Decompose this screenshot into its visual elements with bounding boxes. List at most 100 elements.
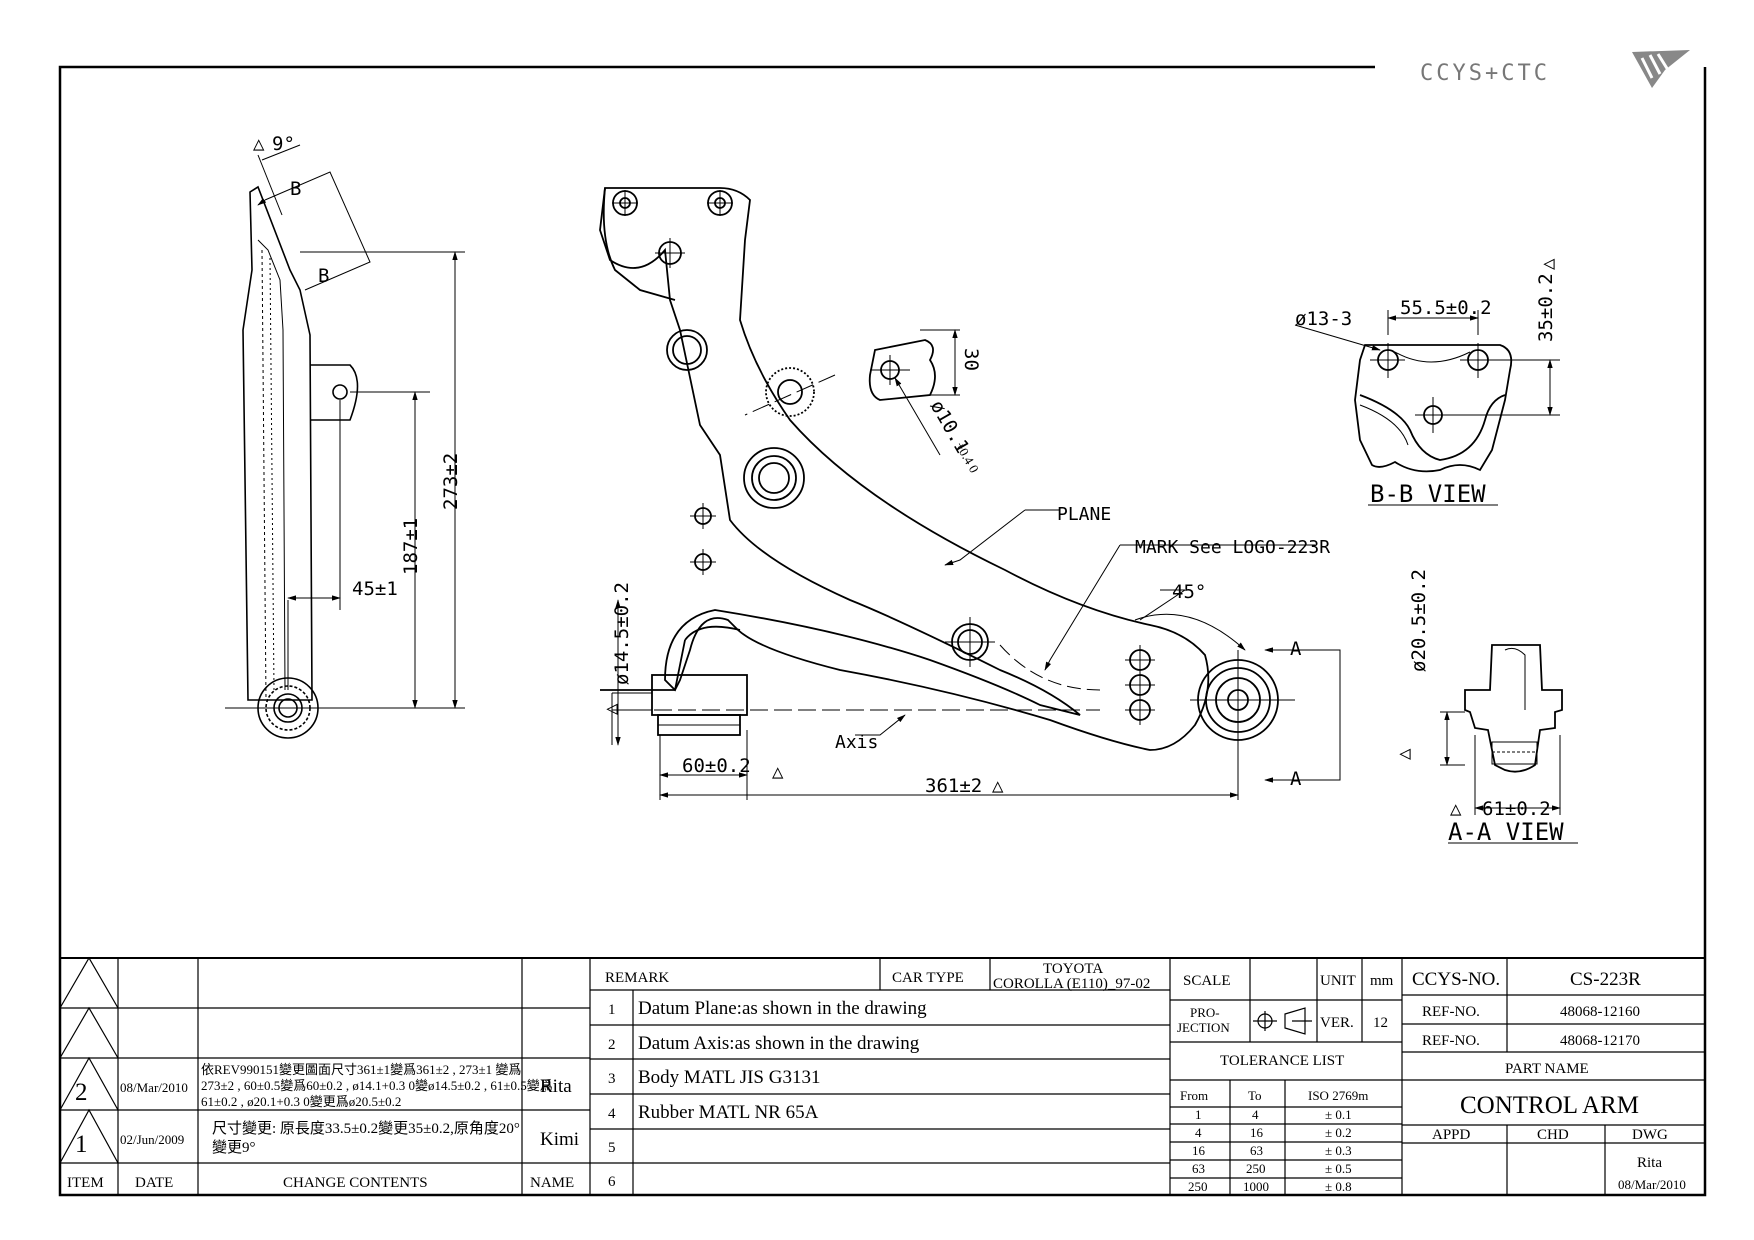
remark-text-2: Datum Axis:as shown in the drawing <box>638 1033 920 1054</box>
header-change: CHANGE CONTENTS <box>283 1175 428 1191</box>
dim-273: 273±2 <box>440 453 462 510</box>
dwg-label: DWG <box>1632 1127 1668 1143</box>
datum-flag-bb: △ <box>1537 258 1559 270</box>
remark-text-1: Datum Plane:as shown in the drawing <box>638 998 927 1019</box>
tol-header-from: From <box>1180 1088 1208 1103</box>
header-item: ITEM <box>67 1175 104 1191</box>
ref-value-1: 48068-12160 <box>1560 1004 1640 1020</box>
tol-val-4: ± 0.5 <box>1325 1161 1352 1176</box>
remark-text-4: Rubber MATL NR 65A <box>638 1102 819 1123</box>
scale-label: SCALE <box>1183 973 1231 989</box>
tol-from-3: 16 <box>1192 1143 1206 1158</box>
dim-14-5: ø14.5±0.2 <box>611 582 633 685</box>
rev-name-2: Rita <box>540 1076 572 1097</box>
datum-flag-61: △ <box>1450 798 1462 820</box>
title-block: CAR TYPE TOYOTA COROLLA (E110)_97-02 SCA… <box>892 961 1686 1194</box>
tol-val-5: ± 0.8 <box>1325 1179 1352 1194</box>
unit-value: mm <box>1370 973 1394 989</box>
bb-dim-13: ø13-3 <box>1295 308 1352 330</box>
rev-item-1: 1 <box>75 1131 88 1158</box>
aa-dim-61: 61±0.2 <box>1482 798 1551 820</box>
side-angle-label: 9° <box>272 133 295 155</box>
datum-flag-361: △ <box>992 775 1004 797</box>
rev-change-2c: 61±0.2 , ø20.1+0.3 0變更爲ø20.5±0.2 <box>201 1094 401 1109</box>
remark-no-1: 1 <box>608 1002 616 1018</box>
angle-45: 45° <box>1172 581 1206 603</box>
datum-flag-aa: △ <box>1393 748 1415 760</box>
label-mark: MARK See LOGO-223R <box>1135 537 1330 558</box>
chd-label: CHD <box>1537 1127 1569 1143</box>
tol-header-to: To <box>1248 1088 1262 1103</box>
datum-flag-main: △ <box>600 703 622 715</box>
dim-45: 45±1 <box>352 578 398 600</box>
tol-to-4: 250 <box>1246 1161 1266 1176</box>
ver-value: 12 <box>1373 1015 1388 1031</box>
rev-date-2: 08/Mar/2010 <box>120 1080 188 1095</box>
tol-from-2: 4 <box>1195 1125 1202 1140</box>
logo-text: CCYS+CTC <box>1420 61 1550 86</box>
tol-val-1: ± 0.1 <box>1325 1107 1352 1122</box>
projection-label-1: PRO- <box>1190 1005 1220 1020</box>
rev-change-1b: 變更9° <box>212 1139 256 1156</box>
rev-name-1: Kimi <box>540 1129 579 1150</box>
side-view <box>225 144 465 739</box>
label-axis: Axis <box>835 732 878 753</box>
car-type-model: COROLLA (E110)_97-02 <box>993 976 1150 992</box>
detail-tol-10: +0.4 0 <box>952 439 982 475</box>
tol-header-std: ISO 2769m <box>1308 1088 1368 1103</box>
bb-dim-35: 35±0.2 <box>1535 273 1557 342</box>
company-logo: CCYS+CTC <box>1420 50 1690 88</box>
appd-label: APPD <box>1432 1127 1471 1143</box>
part-name: CONTROL ARM <box>1460 1092 1639 1119</box>
label-plane: PLANE <box>1057 504 1111 525</box>
ver-label: VER. <box>1320 1015 1354 1031</box>
dim-187: 187±1 <box>400 518 422 575</box>
rev-change-1a: 尺寸變更: 原長度33.5±0.2變更35±0.2,原角度20° <box>212 1120 520 1137</box>
tol-from-1: 1 <box>1195 1107 1202 1122</box>
remark-no-2: 2 <box>608 1037 616 1053</box>
tol-to-1: 4 <box>1252 1107 1259 1122</box>
remark-text-3: Body MATL JIS G3131 <box>638 1067 820 1088</box>
bb-view <box>1294 310 1560 506</box>
datum-flag: △ <box>253 133 265 155</box>
drawer-name: Rita <box>1637 1155 1662 1171</box>
bb-dim-55: 55.5±0.2 <box>1400 297 1492 319</box>
ref-label-1: REF-NO. <box>1422 1004 1480 1020</box>
sheet-border <box>58 65 1707 1197</box>
dwg-date: 08/Mar/2010 <box>1618 1177 1686 1192</box>
title-block-grid <box>59 956 1705 1195</box>
unit-label: UNIT <box>1320 973 1356 989</box>
tol-from-4: 63 <box>1192 1161 1205 1176</box>
projection-label-2: JECTION <box>1177 1020 1230 1035</box>
main-view <box>599 187 1341 800</box>
part-name-label: PART NAME <box>1505 1061 1589 1077</box>
header-date: DATE <box>135 1175 173 1191</box>
tol-from-5: 250 <box>1188 1179 1208 1194</box>
section-b-upper: B <box>290 178 301 200</box>
detail-dim-30: 30 <box>960 348 982 371</box>
section-b-lower: B <box>318 265 329 287</box>
ccys-label: CCYS-NO. <box>1412 969 1500 990</box>
section-a-lower: A <box>1290 768 1302 790</box>
remark-no-5: 5 <box>608 1140 616 1156</box>
ref-value-2: 48068-12170 <box>1560 1033 1640 1049</box>
car-type-make: TOYOTA <box>1043 961 1103 977</box>
ccys-value: CS-223R <box>1570 969 1641 990</box>
remarks-table: REMARK 1 Datum Plane:as shown in the dra… <box>605 970 927 1190</box>
aa-view-title: A-A VIEW <box>1448 818 1564 846</box>
tolerance-title: TOLERANCE LIST <box>1220 1053 1344 1069</box>
dim-60: 60±0.2 <box>682 755 751 777</box>
rev-change-2b: 273±2 , 60±0.5變爲60±0.2 , ø14.1+0.3 0變ø14… <box>201 1078 553 1093</box>
aa-view <box>1440 644 1578 844</box>
dim-361: 361±2 <box>925 775 982 797</box>
remark-header: REMARK <box>605 970 669 986</box>
datum-flag-60: △ <box>772 761 784 783</box>
rev-change-2a: 依REV990151變更圖面尺寸361±1變爲361±2 , 273±1 變爲 <box>201 1062 521 1077</box>
header-name: NAME <box>530 1175 574 1191</box>
aa-dim-20: ø20.5±0.2 <box>1408 569 1430 672</box>
tol-to-5: 1000 <box>1243 1179 1269 1194</box>
ref-label-2: REF-NO. <box>1422 1033 1480 1049</box>
tol-val-3: ± 0.3 <box>1325 1143 1352 1158</box>
